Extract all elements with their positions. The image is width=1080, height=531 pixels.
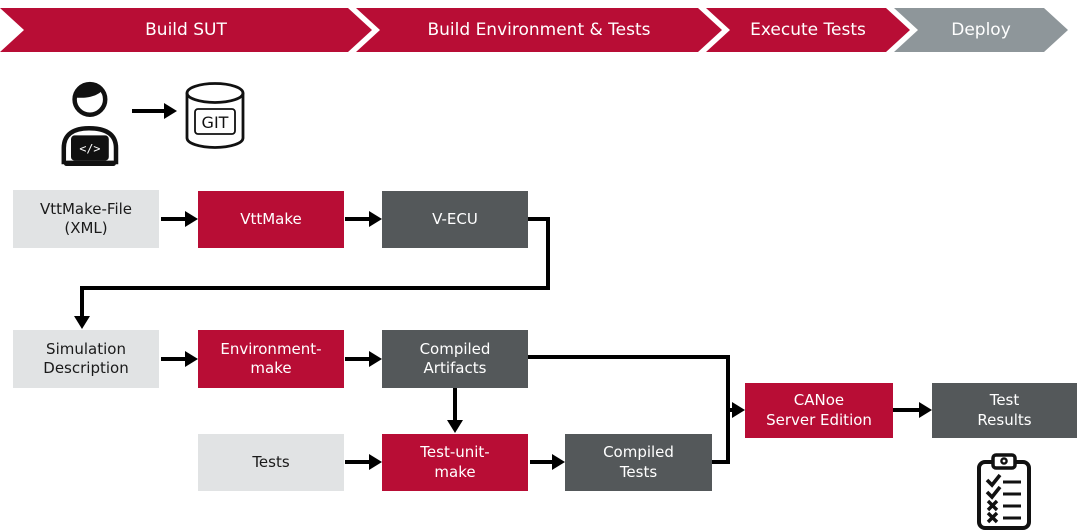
arrowhead-icon [552,454,565,470]
pipeline-stage-execute-tests: Execute Tests [706,8,910,52]
pipeline-stage-deploy: Deploy [894,8,1068,52]
node-label: Test Results [977,391,1032,429]
connector-line [528,355,730,359]
connector-line [712,460,730,464]
node-label: VttMake-File (XML) [39,199,133,238]
developer-icon: </> [61,81,119,166]
arrowhead-icon [185,211,198,227]
node-label: VttMake [240,209,302,228]
node-label: Compiled Artifacts [419,339,491,378]
database-cylinder: GIT [185,82,245,149]
checklist-marks [985,473,1021,524]
arrowhead-icon [369,351,382,367]
arrowhead-icon [164,103,177,119]
git-repository-icon: GIT [185,82,245,149]
node-vttmake: VttMake [198,191,344,248]
connector-line [528,217,550,221]
connector-line [80,286,84,317]
code-glyph: </> [79,142,100,156]
node-compiled-artifacts: Compiled Artifacts [382,330,528,388]
node-test-results: Test Results [932,383,1077,438]
node-label: Tests [252,452,290,471]
connector-line [345,357,371,361]
connector-line [161,357,187,361]
arrowhead-icon [369,211,382,227]
node-label: CANoe Server Edition [766,391,872,429]
node-label: Test-unit- make [420,443,490,481]
connector-line [530,460,554,464]
arrowhead-icon [732,402,745,418]
laptop-base [63,160,116,166]
node-label: Compiled Tests [603,443,674,481]
connector-line [546,217,550,290]
connector-line [132,109,166,113]
node-simulation-description: Simulation Description [13,330,159,388]
connector-line [345,217,371,221]
laptop-screen [71,135,109,161]
arrowhead-icon [74,316,90,329]
connector-line [161,217,187,221]
pipeline-stage-build-environment-tests: Build Environment & Tests [356,8,722,52]
node-test-unit-make: Test-unit- make [382,434,528,491]
connector-line [345,460,371,464]
stage-label: Deploy [951,20,1011,40]
checklist-clipboard-icon [977,453,1031,530]
stage-label: Build SUT [145,20,227,40]
connector-line [893,408,921,412]
node-label: Environment- make [220,339,322,378]
connector-line [726,408,734,412]
node-vttmake-file: VttMake-File (XML) [13,190,159,248]
stage-label: Execute Tests [750,20,866,40]
arrowhead-icon [369,454,382,470]
node-label: V-ECU [432,209,478,228]
node-tests: Tests [198,434,344,491]
connector-line [80,286,550,290]
stage-label: Build Environment & Tests [427,20,651,40]
node-v-ecu: V-ECU [382,191,528,248]
git-label: GIT [202,113,229,132]
node-compiled-tests: Compiled Tests [565,434,712,491]
arrowhead-icon [185,351,198,367]
arrowhead-icon [919,402,932,418]
node-label: Simulation Description [43,339,129,378]
connector-line [453,388,457,421]
developer-figure: </> [61,81,119,166]
pipeline-stage-build-sut: Build SUT [0,8,372,52]
arrowhead-icon [447,420,463,433]
node-environment-make: Environment- make [198,330,344,388]
node-canoe-server-edition: CANoe Server Edition [745,383,893,438]
